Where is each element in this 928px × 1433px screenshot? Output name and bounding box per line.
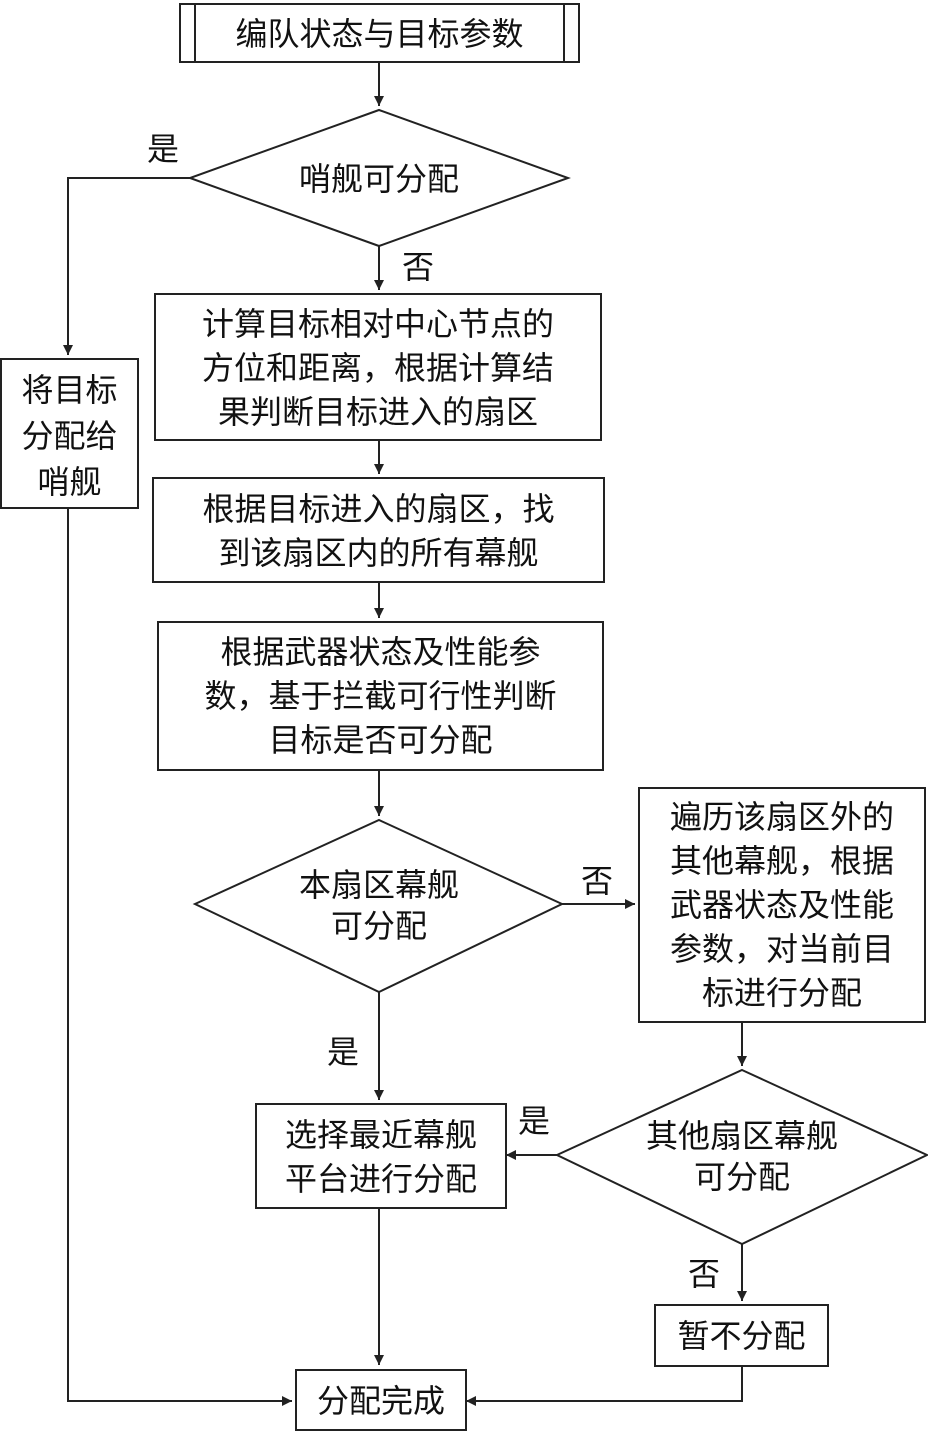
assign-picket-line-1: 将目标 <box>21 371 117 409</box>
select-nearest-line-2: 平台进行分配 <box>285 1160 477 1198</box>
traverse-line-2: 其他幕舰，根据 <box>670 842 894 880</box>
assign-picket-line-3: 哨舰 <box>37 463 101 501</box>
find-ships-line-2: 到该扇区内的所有幕舰 <box>218 534 538 572</box>
judge-line-3: 目标是否可分配 <box>268 721 492 759</box>
judge-line-2: 数，基于拦截可行性判断 <box>204 677 556 715</box>
decision-picket: 哨舰可分配 <box>187 108 571 248</box>
edge-label-other-yes: 是 <box>518 1102 550 1140</box>
node-done: 分配完成 <box>295 1369 467 1431</box>
compute-sector-line-3: 果判断目标进入的扇区 <box>218 393 538 431</box>
node-traverse-other: 遍历该扇区外的 其他幕舰，根据 武器状态及性能 参数，对当前目 标进行分配 <box>638 787 926 1023</box>
defer-label: 暂不分配 <box>677 1317 805 1355</box>
traverse-line-4: 参数，对当前目 <box>670 930 894 968</box>
sector-check-line-2: 可分配 <box>331 907 427 945</box>
compute-sector-line-2: 方位和距离，根据计算结 <box>202 349 554 387</box>
edge-picket-yes <box>63 177 190 355</box>
node-defer: 暂不分配 <box>654 1304 829 1367</box>
edge-label-sector-yes: 是 <box>327 1033 359 1071</box>
node-assign-picket: 将目标 分配给 哨舰 <box>0 358 139 509</box>
node-compute-sector: 计算目标相对中心节点的 方位和距离，根据计算结 果判断目标进入的扇区 <box>154 293 602 441</box>
find-ships-line-1: 根据目标进入的扇区，找 <box>202 490 554 528</box>
sector-check-line-1: 本扇区幕舰 <box>299 866 459 904</box>
decision-sector: 本扇区幕舰 可分配 <box>192 818 565 994</box>
edge-label-picket-yes: 是 <box>147 130 179 168</box>
start-label: 编队状态与目标参数 <box>235 15 523 53</box>
judge-line-1: 根据武器状态及性能参 <box>220 633 540 671</box>
edge-defer-to-done <box>466 1366 743 1406</box>
traverse-line-1: 遍历该扇区外的 <box>670 798 894 836</box>
traverse-line-5: 标进行分配 <box>702 974 862 1012</box>
other-check-line-2: 可分配 <box>694 1158 790 1196</box>
done-label: 分配完成 <box>317 1382 445 1420</box>
connectors <box>63 62 747 1406</box>
edge-label-other-no: 否 <box>688 1255 720 1293</box>
node-find-ships: 根据目标进入的扇区，找 到该扇区内的所有幕舰 <box>152 477 605 583</box>
other-check-line-1: 其他扇区幕舰 <box>646 1117 838 1155</box>
edge-picket-to-done <box>67 508 292 1406</box>
decision-other-sector: 其他扇区幕舰 可分配 <box>554 1068 928 1246</box>
node-start: 编队状态与目标参数 <box>179 3 580 63</box>
select-nearest-line-1: 选择最近幕舰 <box>285 1116 477 1154</box>
node-judge-assignable: 根据武器状态及性能参 数，基于拦截可行性判断 目标是否可分配 <box>157 621 604 771</box>
edge-label-sector-no: 否 <box>581 862 613 900</box>
edge-label-picket-no: 否 <box>402 248 434 286</box>
traverse-line-3: 武器状态及性能 <box>670 886 894 924</box>
assign-picket-line-2: 分配给 <box>21 417 117 455</box>
compute-sector-line-1: 计算目标相对中心节点的 <box>202 305 554 343</box>
picket-check-label: 哨舰可分配 <box>299 160 459 198</box>
node-select-nearest: 选择最近幕舰 平台进行分配 <box>255 1103 507 1209</box>
